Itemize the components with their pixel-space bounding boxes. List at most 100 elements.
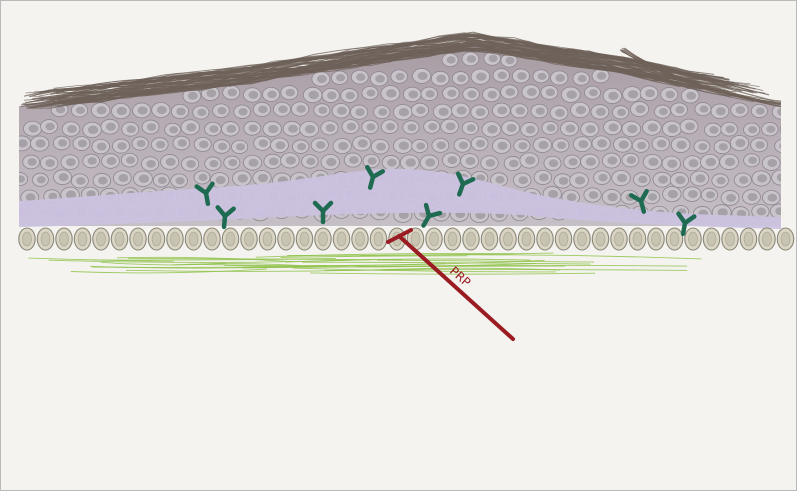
basal-cell-nucleus bbox=[226, 232, 235, 246]
cell-nucleus bbox=[686, 92, 696, 100]
cell-nucleus bbox=[188, 92, 198, 100]
cell-nucleus bbox=[706, 191, 715, 198]
cell-nucleus bbox=[619, 140, 629, 148]
cell-nucleus bbox=[448, 156, 458, 164]
cell-nucleus bbox=[88, 126, 98, 134]
cell-nucleus bbox=[688, 190, 698, 198]
cell-nucleus bbox=[58, 139, 67, 146]
cell-nucleus bbox=[437, 141, 446, 149]
cell-nucleus bbox=[139, 174, 149, 182]
cell-nucleus bbox=[757, 208, 767, 216]
cell-nucleus bbox=[709, 126, 718, 134]
cell-nucleus bbox=[249, 124, 258, 132]
cell-nucleus bbox=[305, 125, 315, 134]
cell-nucleus bbox=[138, 106, 148, 114]
basal-cell-nucleus bbox=[171, 232, 180, 246]
cell-nucleus bbox=[717, 177, 726, 184]
cell-nucleus bbox=[218, 143, 227, 150]
cell-nucleus bbox=[258, 174, 268, 182]
cell-nucleus bbox=[735, 139, 745, 147]
cell-nucleus bbox=[318, 107, 327, 114]
cell-nucleus bbox=[59, 173, 69, 181]
cell-nucleus bbox=[258, 106, 268, 114]
basal-cell-nucleus bbox=[374, 232, 383, 246]
cell-nucleus bbox=[706, 158, 716, 167]
cell-nucleus bbox=[227, 125, 237, 133]
cell-nucleus bbox=[466, 157, 476, 165]
cell-nucleus bbox=[666, 91, 675, 99]
basal-cell-nucleus bbox=[578, 232, 587, 246]
cell-nucleus bbox=[76, 107, 85, 114]
basal-cell-nucleus bbox=[522, 232, 531, 246]
cell-nucleus bbox=[596, 108, 606, 116]
cell-nucleus bbox=[526, 126, 536, 134]
basal-cell-nucleus bbox=[689, 232, 698, 246]
cell-nucleus bbox=[536, 107, 545, 115]
cell-nucleus bbox=[446, 122, 456, 130]
keratinocyte-cell bbox=[793, 207, 796, 222]
cell-nucleus bbox=[547, 124, 556, 131]
cell-nucleus bbox=[527, 88, 537, 96]
keratinocyte-cell bbox=[791, 137, 796, 152]
cell-nucleus bbox=[156, 141, 165, 149]
cell-nucleus bbox=[16, 175, 25, 182]
cell-nucleus bbox=[267, 91, 276, 99]
basal-cell-nucleus bbox=[430, 232, 439, 246]
cell-nucleus bbox=[557, 142, 566, 149]
basal-cell-nucleus bbox=[726, 232, 735, 246]
cell-nucleus bbox=[597, 72, 606, 80]
cell-nucleus bbox=[147, 123, 156, 131]
cell-nucleus bbox=[516, 107, 525, 115]
cell-nucleus bbox=[767, 194, 777, 202]
cell-nucleus bbox=[627, 156, 636, 164]
cell-nucleus bbox=[78, 140, 87, 148]
cell-nucleus bbox=[286, 156, 296, 164]
cell-nucleus bbox=[468, 91, 477, 98]
cell-nucleus bbox=[608, 92, 618, 100]
cell-nucleus bbox=[386, 123, 395, 131]
cell-nucleus bbox=[66, 158, 76, 166]
cell-nucleus bbox=[288, 125, 298, 133]
cell-nucleus bbox=[117, 107, 127, 115]
cell-nucleus bbox=[757, 174, 767, 182]
cell-nucleus bbox=[555, 74, 565, 82]
basal-cell-nucleus bbox=[707, 232, 716, 246]
cell-nucleus bbox=[97, 143, 107, 151]
cell-nucleus bbox=[327, 92, 337, 100]
cell-nucleus bbox=[467, 55, 476, 63]
cell-nucleus bbox=[598, 174, 607, 182]
cell-nucleus bbox=[248, 91, 258, 99]
cell-nucleus bbox=[756, 107, 765, 114]
cell-nucleus bbox=[457, 75, 466, 82]
cell-nucleus bbox=[636, 105, 646, 113]
cell-nucleus bbox=[476, 72, 486, 80]
cell-nucleus bbox=[578, 75, 587, 82]
cell-nucleus bbox=[498, 142, 508, 150]
basal-cell-nucleus bbox=[763, 232, 772, 246]
keratinocyte-cell bbox=[781, 157, 796, 171]
cell-nucleus bbox=[126, 156, 135, 163]
cell-nucleus bbox=[549, 159, 558, 167]
cell-nucleus bbox=[217, 107, 226, 115]
basal-cell-nucleus bbox=[541, 232, 550, 246]
cell-nucleus bbox=[548, 190, 558, 198]
cell-nucleus bbox=[306, 158, 315, 165]
cell-nucleus bbox=[787, 194, 796, 202]
cell-nucleus bbox=[538, 141, 548, 149]
cell-nucleus bbox=[407, 124, 416, 131]
keratinocyte-cell bbox=[775, 139, 791, 152]
cell-nucleus bbox=[506, 88, 516, 96]
cell-nucleus bbox=[779, 142, 788, 149]
keratinocyte-cell bbox=[792, 172, 796, 185]
basal-cell-nucleus bbox=[633, 232, 642, 246]
basal-cell-nucleus bbox=[208, 232, 217, 246]
cell-nucleus bbox=[399, 141, 409, 149]
cell-nucleus bbox=[699, 143, 708, 150]
basal-cell-nucleus bbox=[78, 232, 87, 246]
cell-nucleus bbox=[297, 143, 306, 150]
cell-nucleus bbox=[29, 125, 39, 133]
cell-nucleus bbox=[488, 91, 498, 99]
cell-nucleus bbox=[748, 126, 757, 133]
cell-nucleus bbox=[269, 157, 279, 165]
cell-nucleus bbox=[349, 156, 358, 164]
